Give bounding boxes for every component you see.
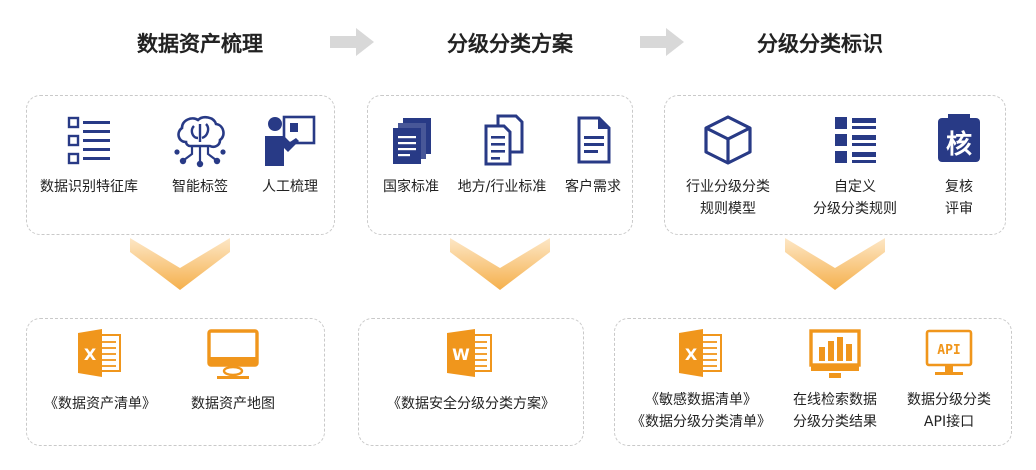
item-national-standard: 国家标准: [372, 112, 450, 198]
item-label: 行业分级分类: [686, 179, 770, 195]
output-api: API 数据分级分类 API接口: [894, 325, 1004, 433]
output-data-asset-list: X 《数据资产清单》: [30, 325, 170, 415]
item-label: 复核: [945, 179, 973, 195]
bottom-box-plan-output: [358, 318, 584, 446]
item-customer-demand: 客户需求: [554, 112, 632, 198]
file-icon: [577, 116, 611, 164]
down-chevron-icon: [130, 238, 230, 290]
excel-icon: X: [679, 329, 722, 377]
header-classification-marking: 分级分类标识: [757, 32, 883, 56]
review-glyph: 核: [946, 129, 972, 160]
bottom-box-asset-output: [26, 318, 325, 446]
item-label: 智能标签: [172, 179, 228, 195]
output-sensitive-lists: X 《敏感数据清单》 《数据分级分类清单》: [618, 325, 784, 433]
item-label: API接口: [923, 414, 975, 430]
presenter-icon: [265, 115, 316, 166]
item-custom-rules: 自定义 分级分类规则: [796, 112, 914, 220]
item-label: 地方/行业标准: [457, 179, 547, 195]
output-security-plan: W 《数据安全分级分类方案》: [360, 325, 582, 415]
document-stack-icon: [393, 118, 431, 164]
item-label: 评审: [945, 201, 973, 217]
item-feature-library: 数据识别特征库: [26, 112, 152, 198]
item-manual-sorting: 人工梳理: [247, 112, 333, 198]
item-label: 国家标准: [383, 179, 439, 195]
output-data-asset-map: 数据资产地图: [170, 325, 296, 415]
bottom-box-marking-output: [614, 318, 1012, 446]
item-label: 《数据资产清单》: [44, 396, 156, 412]
excel-glyph: X: [84, 345, 97, 364]
item-local-industry-standard: 地方/行业标准: [450, 112, 554, 198]
excel-icon: X: [78, 329, 121, 377]
down-chevron-icon: [450, 238, 550, 290]
item-label: 数据资产地图: [191, 396, 275, 412]
item-label: 数据识别特征库: [40, 179, 138, 195]
item-label: 《数据分级分类清单》: [631, 414, 771, 430]
top-box-classification-plan: [367, 95, 633, 235]
excel-glyph: X: [685, 345, 698, 364]
review-icon: 核: [938, 114, 980, 162]
item-label: 分级分类规则: [813, 201, 897, 217]
item-review: 核 复核 评审: [916, 112, 1002, 220]
item-label: 数据分级分类: [907, 392, 991, 408]
item-label: 人工梳理: [262, 179, 318, 195]
dashboard-icon: [809, 329, 861, 378]
word-icon: W: [447, 329, 492, 377]
down-chevron-icon: [785, 238, 885, 290]
ai-brain-icon: [174, 115, 226, 168]
item-smart-tag: 智能标签: [155, 112, 245, 198]
cube-icon: [704, 115, 752, 165]
item-label: 《数据安全分级分类方案》: [387, 396, 555, 412]
right-arrow-icon: [330, 28, 374, 56]
custom-list-icon: [835, 117, 876, 163]
top-box-classification-marking: [664, 95, 1006, 235]
item-label: 规则模型: [700, 201, 756, 217]
item-label: 《敏感数据清单》: [645, 392, 757, 408]
item-industry-model: 行业分级分类 规则模型: [670, 112, 786, 220]
word-glyph: W: [452, 345, 470, 364]
item-label: 分级分类结果: [793, 414, 877, 430]
header-classification-plan: 分级分类方案: [447, 32, 573, 56]
monitor-icon: [207, 329, 259, 379]
item-label: 自定义: [834, 179, 876, 195]
top-box-asset-sorting: [26, 95, 335, 235]
api-glyph: API: [937, 343, 960, 358]
list-icon: [67, 116, 110, 165]
header-data-asset-sorting: 数据资产梳理: [137, 32, 263, 56]
api-icon: API: [925, 329, 973, 375]
documents-icon: [484, 114, 524, 166]
item-label: 在线检索数据: [793, 392, 877, 408]
right-arrow-icon: [640, 28, 684, 56]
item-label: 客户需求: [565, 179, 621, 195]
output-online-search: 在线检索数据 分级分类结果: [784, 325, 886, 433]
